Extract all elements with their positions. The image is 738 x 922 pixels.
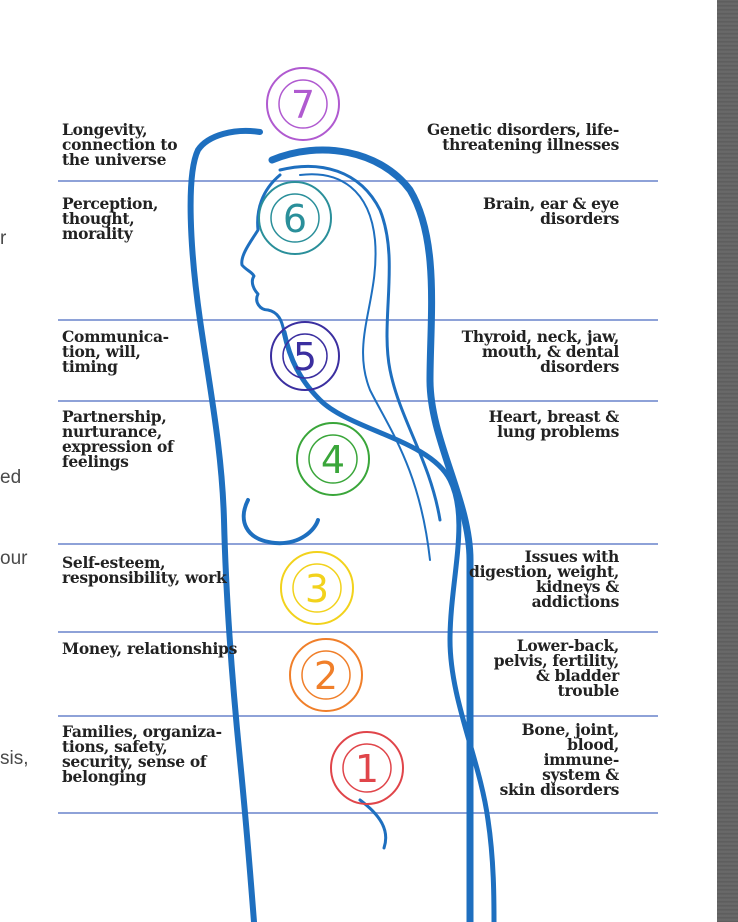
divider-line (58, 715, 658, 717)
chakra-4-left-label: Partnership, nurturance, expression of f… (62, 407, 174, 471)
chakra-7-right-label: Genetic disorders, life- threatening ill… (427, 120, 619, 154)
chakra-2-left-label: Money, relationships (62, 639, 238, 658)
chakra-4-right-label: Heart, breast & lung problems (488, 407, 620, 441)
chakra-4-number: 4 (321, 438, 345, 482)
divider-line (58, 543, 658, 545)
chakra-3-number: 3 (305, 567, 329, 611)
chakra-7-circle: 7 (266, 67, 340, 141)
page-edge-bar (717, 0, 738, 922)
divider-line (58, 400, 658, 402)
chakra-2-number: 2 (314, 654, 338, 698)
cropped-text-fragment: r (0, 228, 7, 249)
chakra-4-circle: 4 (296, 422, 370, 496)
divider-line (58, 812, 658, 814)
chakra-1-number: 1 (355, 747, 379, 791)
chakra-5-number: 5 (293, 335, 317, 379)
chakra-3-circle: 3 (280, 551, 354, 625)
chakra-3-right-label: Issues with digestion, weight, kidneys &… (469, 547, 619, 611)
chakra-5-circle: 5 (270, 321, 340, 391)
chakra-6-circle: 6 (258, 181, 332, 255)
chakra-3-left-label: Self-esteem, responsibility, work (62, 553, 227, 587)
cropped-text-fragment: ed (0, 467, 22, 488)
cropped-text-fragment: our (0, 548, 28, 569)
chakra-2-circle: 2 (289, 638, 363, 712)
chakra-7-left-label: Longevity, connection to the universe (62, 120, 178, 169)
chakra-6-number: 6 (283, 197, 307, 241)
chakra-7-number: 7 (291, 83, 315, 127)
divider-line (58, 631, 658, 633)
chakra-1-circle: 1 (330, 731, 404, 805)
divider-line (58, 319, 658, 321)
chakra-6-left-label: Perception, thought, morality (62, 194, 159, 243)
chakra-1-right-label: Bone, joint, blood, immune- system & ski… (499, 720, 620, 799)
chakra-5-left-label: Communica- tion, will, timing (62, 327, 169, 376)
chakra-1-left-label: Families, organiza- tions, safety, secur… (62, 722, 222, 786)
cropped-text-fragment: sis, (0, 748, 29, 769)
chakra-2-right-label: Lower-back, pelvis, fertility, & bladder… (493, 636, 620, 700)
chakra-6-right-label: Brain, ear & eye disorders (482, 194, 619, 228)
chakra-5-right-label: Thyroid, neck, jaw, mouth, & dental diso… (461, 327, 620, 376)
